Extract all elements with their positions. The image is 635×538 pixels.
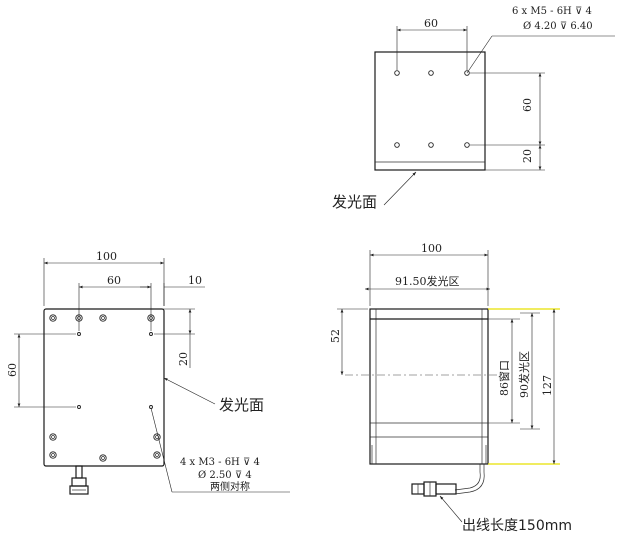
- side-view: 100 60 10 60 20 发光面 4 x M3 - 6H ⊽ 4 Ø 2.…: [6, 250, 290, 495]
- mount-hole: [464, 142, 470, 148]
- side-view-outline: [43, 308, 165, 467]
- side-light-face-label: 发光面: [219, 396, 264, 414]
- side-dim-60: 60: [107, 274, 121, 287]
- front-dim-100: 100: [421, 242, 442, 255]
- mount-hole: [428, 142, 434, 148]
- top-view-outline: [374, 51, 486, 171]
- front-dim-127: 127: [541, 375, 554, 396]
- front-dim-emit-width: 91.50发光区: [395, 274, 460, 288]
- side-thread-spec-line1: 4 x M3 - 6H ⊽ 4: [180, 457, 260, 468]
- front-dim-52: 52: [329, 329, 342, 343]
- side-dim-100: 100: [96, 250, 117, 263]
- top-view: 60 60 20 6 x M5 - 6H ⊽ 4 Ø 4.20 ⊽ 6.40 发…: [332, 6, 615, 211]
- mount-hole: [394, 70, 400, 76]
- side-dim-20: 20: [177, 352, 190, 366]
- mount-hole: [428, 70, 434, 76]
- front-view-outline: [369, 308, 489, 465]
- top-light-face-label: 发光面: [332, 193, 377, 211]
- front-connector: [435, 483, 457, 495]
- side-thread-spec-line2: Ø 2.50 ⊽ 4: [198, 470, 252, 481]
- front-cable: [454, 464, 481, 491]
- top-dim-60: 60: [424, 17, 438, 30]
- mount-hole: [394, 142, 400, 148]
- front-dim-window: 86窗口: [497, 360, 511, 396]
- front-dim-emit-height: 90发光区: [517, 351, 531, 398]
- side-dim-60-vertical: 60: [6, 363, 19, 377]
- side-thread-spec-line3: 两侧对称: [210, 480, 250, 493]
- front-cable-length-label: 出线长度150mm: [462, 518, 572, 534]
- side-dim-10: 10: [188, 274, 202, 287]
- top-dim-60-vertical: 60: [521, 98, 534, 112]
- side-connector-stem: [75, 465, 83, 479]
- top-dim-20: 20: [521, 149, 534, 163]
- front-view: 100 91.50发光区 52 86窗口 90发光区 127 出线长度150mm: [329, 242, 572, 534]
- top-thread-spec-line2: Ø 4.20 ⊽ 6.40: [523, 21, 593, 32]
- top-thread-spec-line1: 6 x M5 - 6H ⊽ 4: [512, 6, 592, 17]
